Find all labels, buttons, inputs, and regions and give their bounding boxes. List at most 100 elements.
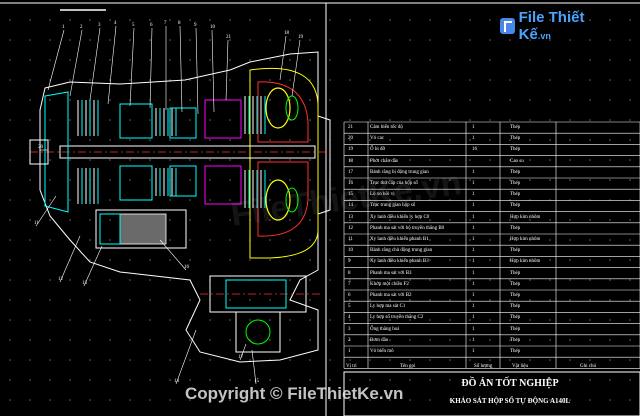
cell-quantity: 1 (472, 181, 475, 186)
grid-dot (529, 339, 531, 341)
grid-dot (249, 259, 251, 261)
cell-position: 10 (348, 248, 353, 254)
grid-dot (189, 339, 191, 341)
leader-line (251, 349, 257, 385)
grid-dot (429, 39, 431, 41)
cell-quantity: 1 (472, 225, 475, 231)
grid-dot (129, 359, 131, 361)
grid-dot (29, 239, 31, 241)
grid-dot (89, 59, 91, 61)
grid-dot (89, 159, 91, 161)
grid-dot (289, 159, 291, 161)
cell-position: 18 (348, 158, 353, 164)
grid-dot (369, 299, 371, 301)
grid-dot (89, 359, 91, 361)
grid-dot (269, 39, 271, 41)
grid-dot (9, 139, 11, 141)
grid-dot (529, 219, 531, 221)
grid-dot (549, 119, 551, 121)
cell-name: Vỏ cac (370, 136, 385, 142)
countershaft-assembly (95, 209, 320, 353)
cell-name: Bơm dầu (370, 337, 389, 343)
cell-position: 13 (348, 214, 353, 220)
grid-dot (569, 359, 571, 361)
grid-dot (9, 379, 11, 381)
grid-dot (389, 299, 391, 301)
grid-dot (349, 319, 351, 321)
copyright-text: Copyright © FileThietKe.vn (185, 384, 404, 403)
cell-material: Thép (510, 281, 521, 287)
grid-dot (409, 59, 411, 61)
header-name: Tên gọi (400, 364, 416, 369)
grid-dot (369, 119, 371, 121)
grid-dot (209, 119, 211, 121)
grid-dot (269, 339, 271, 341)
grid-dot (509, 119, 511, 121)
leader-label: 4 (114, 21, 117, 26)
grid-dot (329, 319, 331, 321)
grid-dot (349, 299, 351, 301)
cell-position: 6 (348, 293, 351, 298)
grid-dot (289, 59, 291, 61)
torque-converter (249, 67, 319, 259)
grid-dot (309, 399, 311, 401)
leader-label: 11 (34, 221, 39, 226)
grid-dot (389, 19, 391, 21)
grid-dot (289, 379, 291, 381)
grid-dot (309, 79, 311, 81)
grid-dot (629, 259, 631, 261)
grid-dot (569, 79, 571, 81)
grid-dot (69, 79, 71, 81)
grid-dot (629, 399, 631, 401)
grid-dot (209, 379, 211, 381)
cell-name: Phanh ma sát với bộ truyền thẳng B0 (370, 225, 445, 231)
grid-dot (69, 99, 71, 101)
grid-dot (129, 179, 131, 181)
grid-dot (629, 39, 631, 41)
grid-dot (29, 399, 31, 401)
grid-dot (329, 99, 331, 101)
grid-dot (109, 39, 111, 41)
grid-dot (169, 239, 171, 241)
grid-dot (609, 279, 611, 281)
grid-dot (49, 179, 51, 181)
grid-dot (449, 379, 451, 381)
grid-dot (449, 239, 451, 241)
grid-dot (29, 359, 31, 361)
leader-label: 16 (184, 265, 190, 270)
grid-dot (389, 159, 391, 161)
grid-dot (589, 19, 591, 21)
grid-dot (189, 59, 191, 61)
grid-dot (69, 19, 71, 21)
grid-dot (429, 399, 431, 401)
grid-dot (449, 19, 451, 21)
grid-dot (429, 59, 431, 61)
grid-dot (189, 359, 191, 361)
grid-dot (129, 279, 131, 281)
grid-dot (409, 279, 411, 281)
grid-dot (229, 159, 231, 161)
grid-dot (229, 59, 231, 61)
grid-dot (549, 79, 551, 81)
grid-dot (69, 219, 71, 221)
grid-dot (369, 379, 371, 381)
grid-dot (469, 59, 471, 61)
grid-dot (209, 239, 211, 241)
grid-dot (529, 379, 531, 381)
cell-name: Trục thứ cấp của hộp số (370, 181, 418, 186)
grid-dot (229, 239, 231, 241)
grid-dot (549, 339, 551, 341)
grid-dot (49, 259, 51, 261)
grid-dot (609, 359, 611, 361)
grid-dot (289, 219, 291, 221)
cell-name: Ổ bi đỡ (370, 147, 386, 153)
grid-dot (429, 19, 431, 21)
main-shaft (59, 145, 316, 159)
grid-dot (349, 139, 351, 141)
